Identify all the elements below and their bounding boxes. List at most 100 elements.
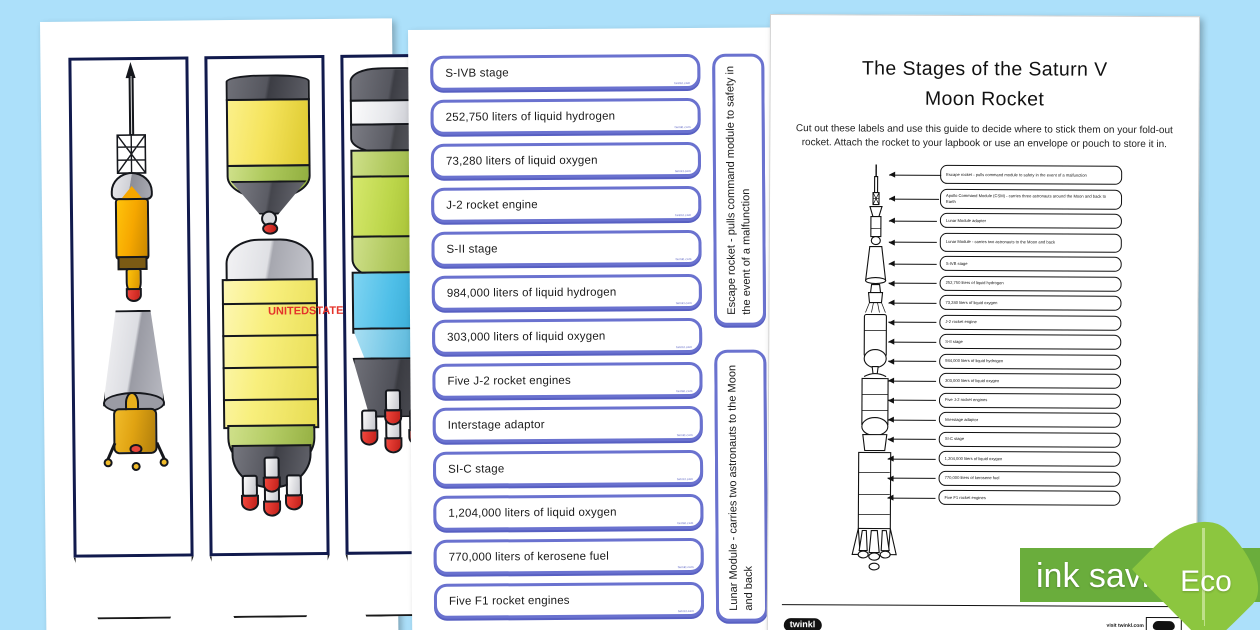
diagram-label: 73,280 liters of liquid oxygen: [888, 294, 1122, 311]
diagram-label-text: 770,000 liters of kerosene fuel: [944, 474, 1000, 481]
label-card-text: 73,280 liters of liquid oxygen: [445, 154, 598, 168]
j2-engine: [241, 474, 258, 497]
diagram-label: 252,750 liters of liquid hydrogen: [888, 275, 1122, 292]
sivb-hydrogen-tank: [225, 98, 311, 168]
footer-brand: twinkl: [783, 618, 822, 630]
page-title-line-2: Moon Rocket: [924, 87, 1045, 111]
sivb-top-ring: [225, 74, 310, 102]
callout-arrow-icon: [887, 497, 936, 499]
panel-2-fold-tab: [210, 555, 331, 618]
f1-engine-bell: [384, 437, 403, 454]
sii-tank-seams: [221, 278, 320, 429]
rocket-panel-1: [68, 56, 194, 558]
ink-saving-eco-badge: ink saving Eco: [1020, 502, 1260, 630]
escape-tower-spike: [128, 74, 135, 137]
diagram-label-text: J-2 rocket engine: [945, 318, 977, 325]
page-title: The Stages of the Saturn V Moon Rocket: [770, 53, 1198, 115]
twinkl-logo: twinkl: [783, 618, 822, 630]
j2-engine-bell: [262, 222, 279, 235]
f1-engine-bell: [384, 409, 403, 426]
card-watermark: twinkl.com: [675, 257, 692, 262]
label-card-text: 984,000 liters of liquid hydrogen: [446, 286, 617, 300]
vertical-label-card[interactable]: Escape rocket - pulls command module to …: [712, 53, 767, 326]
card-watermark: twinkl.com: [678, 609, 695, 614]
card-watermark: twinkl.com: [676, 345, 693, 350]
diagram-label-list: Escape rocket - pulls command module to …: [887, 164, 1123, 510]
label-card[interactable]: Five F1 rocket engines twinkl.com: [433, 581, 705, 619]
diagram-label: 770,000 liters of kerosene fuel: [887, 470, 1121, 487]
instructions-text: Cut out these labels and use this guide …: [795, 123, 1173, 151]
vertical-label-card[interactable]: Lunar Module - carries two astronauts to…: [714, 349, 769, 622]
card-watermark: twinkl.com: [676, 433, 693, 438]
diagram-label-text: 1,204,000 liters of liquid oxygen: [944, 455, 1003, 461]
lunar-module-foot-pad: [159, 457, 169, 467]
lunar-module-foot-pad: [131, 461, 141, 472]
leaf-stem-icon: [1202, 620, 1204, 630]
callout-arrow-icon: [887, 477, 936, 479]
diagram-label: Apollo Command Module (CSM) - carries th…: [889, 188, 1123, 210]
lunar-module-foot-pad: [103, 458, 113, 468]
j2-engine-bell: [262, 476, 281, 493]
sii-interstage-nose: [225, 238, 314, 284]
eco-leaf-text: Eco: [1180, 565, 1232, 598]
label-card-text: 252,750 liters of liquid hydrogen: [445, 110, 616, 124]
diagram-label-text: SI-C stage: [944, 435, 965, 442]
label-card-text: Five J-2 rocket engines: [447, 374, 571, 388]
diagram-label-text: Lunar Module - carries two astronauts to…: [945, 238, 1056, 245]
label-card[interactable]: 303,000 liters of liquid oxygen twinkl.co…: [432, 317, 703, 355]
j2-engine: [285, 474, 302, 497]
label-card-text: S-IVB stage: [445, 66, 509, 80]
label-card[interactable]: 984,000 liters of liquid hydrogen twinkl.…: [431, 273, 702, 311]
card-watermark: twinkl.com: [676, 389, 693, 394]
diagram-label-text: S-IVB stage: [945, 260, 968, 266]
label-card-text: 770,000 liters of kerosene fuel: [448, 550, 610, 564]
diagram-label-text: Interstage adaptor: [944, 416, 979, 422]
diagram-label-text: 252,750 liters of liquid hydrogen: [945, 279, 1004, 286]
rocket-panel-2: UNITEDSTATES: [204, 55, 351, 557]
label-card-text: 303,000 liters of liquid oxygen: [447, 330, 606, 344]
label-card[interactable]: Five J-2 rocket engines twinkl.com: [432, 361, 703, 399]
vertical-label-card-list: Escape rocket - pulls command module to …: [712, 53, 772, 622]
f1-engine: [361, 409, 378, 432]
vertical-label-card-text: Lunar Module - carries two astronauts to…: [726, 364, 756, 611]
card-watermark: twinkl.com: [675, 301, 692, 306]
diagram-label: Interstage adaptor: [887, 411, 1121, 428]
label-card-text: S-II stage: [446, 242, 498, 256]
diagram-label-text: Apollo Command Module (CSM) - carries th…: [946, 192, 1107, 204]
service-module-body: [114, 197, 150, 261]
diagram-label: S-II stage: [888, 333, 1122, 350]
diagram-label: Lunar Module - carries two astronauts to…: [888, 232, 1122, 253]
callout-arrow-icon: [887, 458, 936, 460]
j2-engine-bell: [284, 494, 304, 511]
panel-1-fold-tab: [74, 556, 195, 619]
card-watermark: twinkl.com: [677, 521, 694, 526]
vertical-label-card-text: Escape rocket - pulls command module to …: [724, 65, 753, 315]
lunar-module-engine-bell: [129, 443, 143, 455]
f1-engine: [384, 389, 402, 412]
service-module-nozzle-flame: [125, 287, 142, 303]
foldout-rocket-sheet: UNITEDSTATES USA: [40, 18, 399, 630]
escape-tower-lattice-icon: [116, 134, 147, 175]
f1-engine-bell: [360, 429, 379, 446]
diagram-label: Escape rocket - pulls command module to …: [889, 164, 1123, 185]
label-card-text: Five F1 rocket engines: [448, 594, 570, 608]
diagram-label-text: 73,280 liters of liquid oxygen: [945, 299, 998, 305]
diagram-label: SI-C stage: [887, 431, 1121, 448]
label-card[interactable]: 73,280 liters of liquid oxygen twinkl.com: [430, 141, 702, 179]
diagram-label-text: Lunar Module adapter: [945, 217, 986, 223]
card-watermark: twinkl.com: [674, 169, 692, 174]
label-card[interactable]: S-II stage twinkl.com: [431, 229, 702, 267]
card-watermark: twinkl.com: [677, 477, 694, 482]
saturn-v-diagram: Escape rocket - pulls command module to …: [768, 162, 1198, 584]
diagram-label-text: 984,000 liters of liquid hydrogen: [945, 357, 1004, 364]
j2-engine-bell: [263, 500, 282, 517]
page-title-line-1: The Stages of the Saturn V: [861, 57, 1108, 81]
